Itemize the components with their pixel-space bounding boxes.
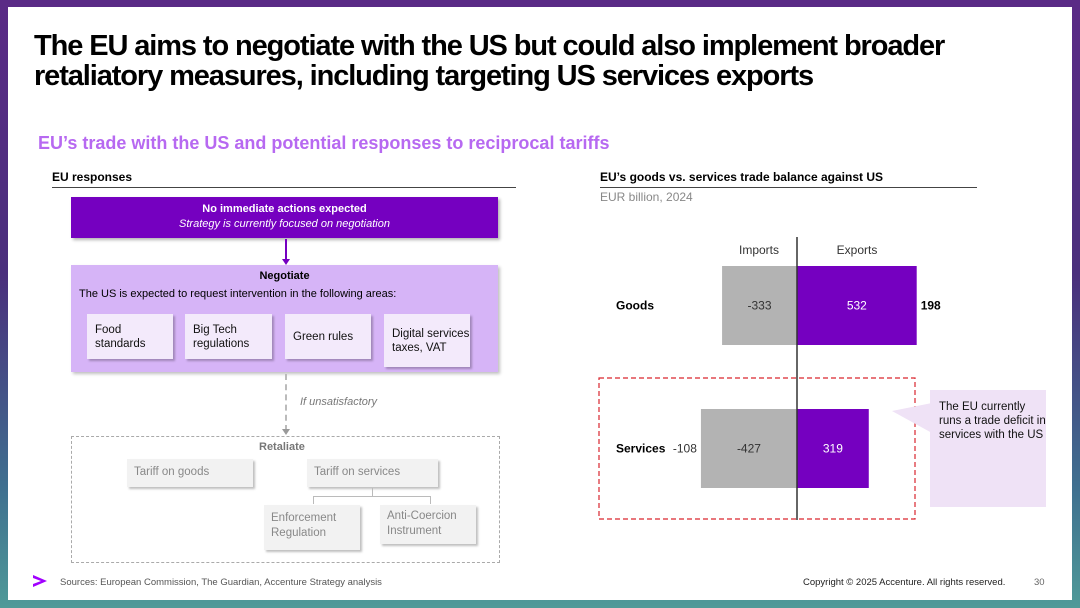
no-action-box: No immediate actions expected Strategy i… [71, 197, 498, 238]
enforcement-chip: Enforcement Regulation [264, 505, 360, 550]
tree-right [430, 496, 431, 504]
section-subtitle: EU’s trade with the US and potential res… [38, 133, 610, 153]
anti-coercion-chip: Anti-Coercion Instrument [380, 505, 476, 544]
sources-text: Sources: European Commission, The Guardi… [60, 577, 382, 588]
bar-imports-goods [722, 266, 797, 345]
left-heading: EU responses [52, 170, 516, 188]
right-heading: EU’s goods vs. services trade balance ag… [600, 170, 977, 188]
area-chip-digital: Digital services taxes, VAT [384, 314, 470, 367]
arrow-head [282, 259, 290, 265]
tariff-services-chip: Tariff on services [307, 459, 438, 487]
dashed-connector [285, 374, 287, 431]
category-label-goods: Goods [616, 299, 654, 313]
services-highlight-box [598, 377, 916, 520]
area-chip-big-tech: Big Tech regulations [185, 314, 272, 359]
bar-imports-services [700, 409, 797, 488]
page-title: The EU aims to negotiate with the US but… [34, 30, 945, 92]
series-header-imports: Imports [739, 243, 779, 257]
trade-balance-chart: Imports Exports -333 532 Goods 198 -427 319 Serv… [598, 237, 941, 520]
retaliate-box [71, 436, 500, 563]
no-action-text: Strategy is currently focused on negotia… [179, 218, 390, 230]
bar-exports-services [797, 409, 869, 488]
callout-box: The EU currently runs a trade deficit in… [930, 390, 1046, 507]
category-label-services: Services [616, 442, 666, 456]
tariff-goods-chip: Tariff on goods [127, 459, 253, 487]
dashed-arrow-head [282, 429, 290, 435]
accenture-logo-icon [33, 575, 47, 587]
area-chip-food: Food standards [87, 314, 173, 359]
retaliate-title: Retaliate [259, 441, 305, 453]
page-number: 30 [1034, 577, 1045, 588]
slide: The EU aims to negotiate with the US but… [8, 7, 1072, 600]
callout-pointer [892, 403, 932, 433]
arrow-connector [285, 239, 287, 261]
tree-stem [372, 488, 373, 496]
label-imports-services: -427 [737, 442, 761, 456]
callout-text: The EU currently runs a trade deficit in… [939, 401, 1046, 441]
area-chip-green: Green rules [285, 314, 371, 359]
negotiate-title: Negotiate [259, 270, 310, 282]
copyright-text: Copyright © 2025 Accenture. All rights r… [803, 577, 1006, 588]
negotiate-text: The US is expected to request interventi… [79, 288, 397, 300]
bar-exports-goods [797, 266, 917, 345]
series-header-exports: Exports [837, 243, 878, 257]
balance-services: -108 [673, 442, 697, 456]
unit-label: EUR billion, 2024 [600, 190, 693, 204]
label-exports-services: 319 [823, 442, 843, 456]
if-unsatisfactory-label: If unsatisfactory [300, 396, 378, 408]
tree-left [313, 496, 314, 504]
label-exports-goods: 532 [847, 299, 867, 313]
no-action-title: No immediate actions expected [202, 203, 367, 215]
balance-goods: 198 [921, 299, 941, 313]
label-imports-goods: -333 [748, 299, 772, 313]
tree-bar [313, 496, 431, 497]
